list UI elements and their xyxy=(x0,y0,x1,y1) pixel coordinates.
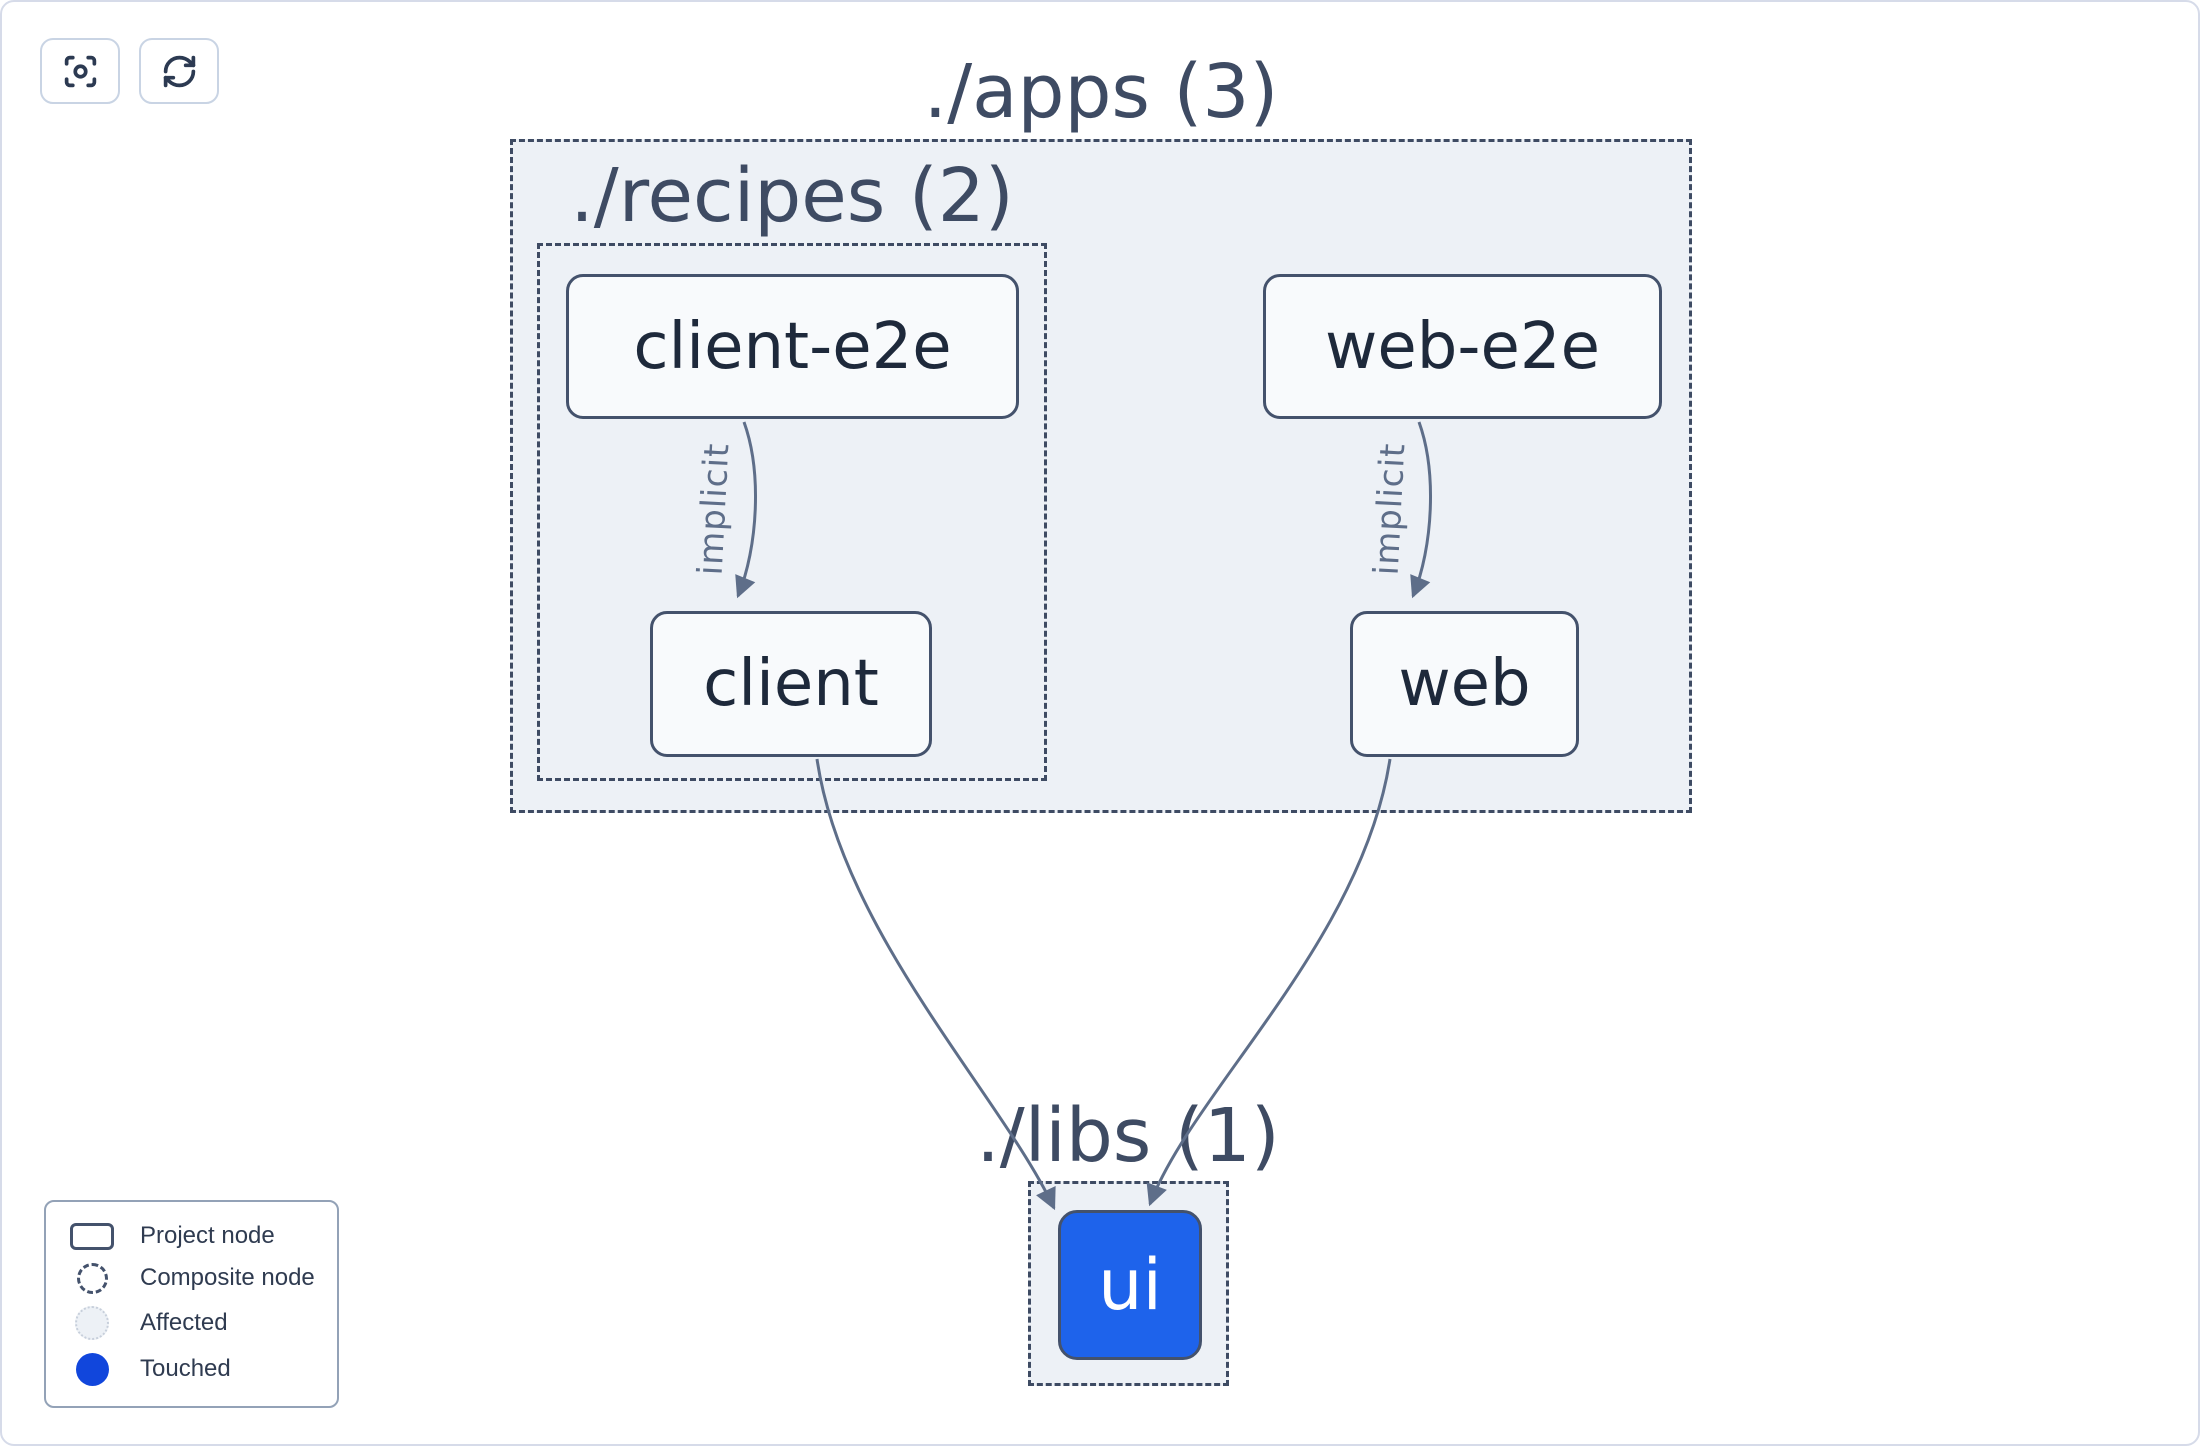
legend-item-affected: Affected xyxy=(46,1306,337,1341)
edge-label-implicit[interactable]: implicit xyxy=(1366,441,1414,577)
refresh-icon xyxy=(161,53,198,90)
project-node-web-e2e[interactable]: web-e2e xyxy=(1263,274,1662,419)
edge-client-e2e-to-client[interactable] xyxy=(735,421,757,599)
focus-icon xyxy=(62,53,99,90)
edge-client-to-ui[interactable] xyxy=(815,758,1056,1211)
edge-label-implicit[interactable]: implicit xyxy=(690,441,738,577)
project-node-swatch xyxy=(70,1222,114,1250)
legend-label: Project node xyxy=(140,1222,275,1250)
legend-item-project-node: Project node xyxy=(46,1222,337,1250)
composite-node-swatch xyxy=(76,1262,108,1294)
legend-label: Affected xyxy=(140,1309,228,1337)
refresh-graph-button[interactable] xyxy=(139,38,219,104)
project-node-web[interactable]: web xyxy=(1350,611,1579,757)
legend-label: Touched xyxy=(140,1355,231,1383)
center-graph-button[interactable] xyxy=(40,38,120,104)
group-label-recipes: ./recipes (2) xyxy=(570,153,1014,239)
legend-item-composite-node: Composite node xyxy=(46,1262,337,1294)
edge-web-e2e-to-web[interactable] xyxy=(1410,421,1432,599)
project-node-client-e2e[interactable]: client-e2e xyxy=(566,274,1019,419)
edge-web-to-ui[interactable] xyxy=(1146,758,1392,1207)
project-node-client[interactable]: client xyxy=(650,611,932,757)
affected-swatch xyxy=(75,1306,109,1341)
legend-label: Composite node xyxy=(140,1264,315,1292)
group-label-apps: ./apps (3) xyxy=(923,49,1279,135)
legend-item-touched: Touched xyxy=(46,1352,337,1386)
touched-swatch xyxy=(75,1352,109,1386)
legend: Project node Composite node Affected Tou… xyxy=(44,1200,339,1408)
project-node-ui-touched[interactable]: ui xyxy=(1058,1210,1202,1360)
